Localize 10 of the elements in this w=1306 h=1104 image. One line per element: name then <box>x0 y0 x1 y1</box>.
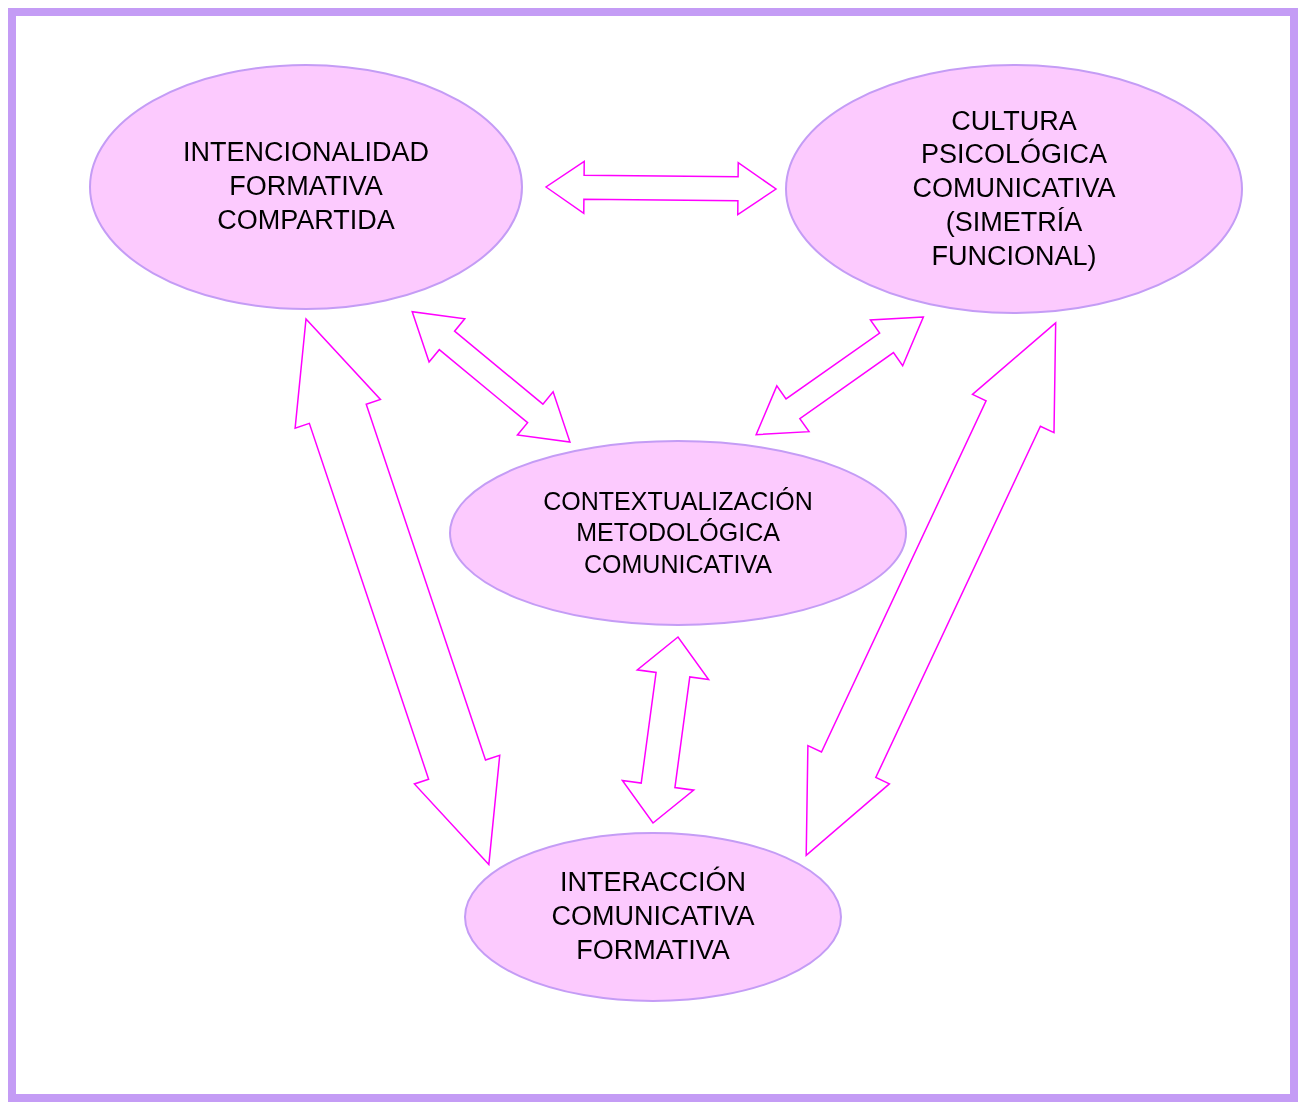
block-double-arrow <box>544 159 778 217</box>
node-label: INTENCIONALIDAD FORMATIVA COMPARTIDA <box>181 136 430 237</box>
block-double-arrow <box>805 321 1057 857</box>
block-double-arrow <box>411 310 572 444</box>
block-double-arrow <box>754 316 925 436</box>
block-double-arrow <box>294 317 501 867</box>
block-double-arrow <box>620 635 711 825</box>
node-label: INTERACCIÓN COMUNICATIVA FORMATIVA <box>550 866 756 967</box>
node-label: CONTEXTUALIZACIÓN METODOLÓGICA COMUNICATIVA <box>542 486 814 580</box>
node-label: CULTURA PSICOLÓGICA COMUNICATIVA (SIMETRÍA FUNCIONAL) <box>911 104 1117 273</box>
